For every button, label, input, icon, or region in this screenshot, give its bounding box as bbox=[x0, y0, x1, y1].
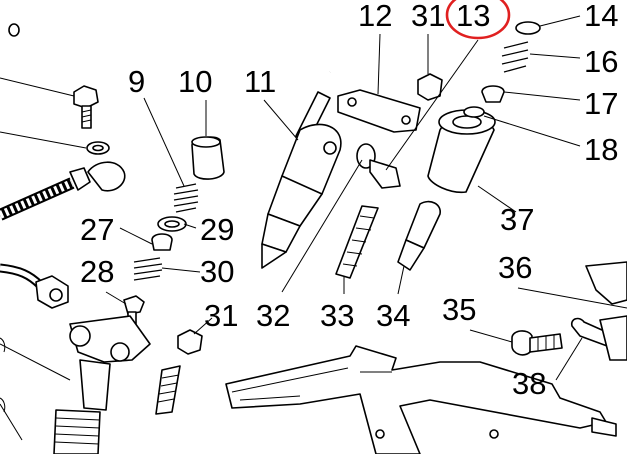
callout-27: 27 bbox=[80, 212, 114, 247]
nozzle-34 bbox=[397, 200, 441, 271]
washer-14 bbox=[515, 21, 541, 35]
bush-18 bbox=[463, 106, 485, 118]
banjo-fitting-32 bbox=[356, 143, 401, 189]
edge-fragments bbox=[0, 337, 6, 413]
leader-lines bbox=[0, 15, 627, 441]
bolt-35 bbox=[511, 330, 563, 356]
callout-17: 17 bbox=[584, 86, 618, 121]
callout-34: 34 bbox=[376, 298, 410, 333]
left-hose bbox=[0, 263, 69, 309]
callout-36: 36 bbox=[498, 250, 532, 285]
callout-33: 33 bbox=[320, 298, 354, 333]
clamp-plate-12 bbox=[337, 89, 421, 133]
callout-11: 11 bbox=[244, 64, 276, 99]
callout-32: 32 bbox=[256, 298, 290, 333]
callout-labels: 9 10 11 12 31 13 14 16 17 18 27 29 28 30… bbox=[80, 0, 618, 401]
callout-38: 38 bbox=[512, 366, 546, 401]
callout-31-top: 31 bbox=[411, 0, 445, 33]
nut-31-top bbox=[417, 73, 443, 101]
injector-line-left bbox=[0, 161, 126, 221]
callout-18: 18 bbox=[584, 132, 618, 167]
injector-11 bbox=[261, 91, 342, 269]
spring-30 bbox=[133, 257, 163, 281]
callout-10: 10 bbox=[178, 64, 212, 99]
nut-31-lower bbox=[155, 329, 203, 415]
cap-nut-10 bbox=[191, 136, 225, 180]
callout-14: 14 bbox=[584, 0, 618, 33]
mounting-frame bbox=[225, 345, 617, 454]
callout-12: 12 bbox=[358, 0, 392, 33]
sleeve-37 bbox=[427, 109, 496, 194]
callout-16: 16 bbox=[584, 44, 618, 79]
callout-29: 29 bbox=[200, 212, 234, 247]
callout-31-lower: 31 bbox=[204, 298, 238, 333]
callout-28: 28 bbox=[80, 254, 114, 289]
callout-35: 35 bbox=[442, 292, 476, 327]
bolt-left-top bbox=[73, 85, 99, 129]
washer-29 bbox=[157, 216, 187, 232]
cap-27 bbox=[151, 233, 173, 251]
callout-9: 9 bbox=[128, 64, 145, 99]
highlight-circle bbox=[445, 0, 511, 40]
callout-13: 13 bbox=[456, 0, 490, 33]
callout-30: 30 bbox=[200, 254, 234, 289]
cap-17 bbox=[481, 85, 505, 103]
spring-16 bbox=[501, 41, 529, 73]
spring-9 bbox=[173, 183, 199, 213]
stud-33 bbox=[335, 205, 379, 279]
washer-left bbox=[86, 141, 110, 155]
injector-body-28 bbox=[53, 295, 151, 454]
bracket-36 bbox=[585, 261, 627, 361]
fuel-return-pipe bbox=[8, 5, 354, 75]
callout-37: 37 bbox=[500, 202, 534, 237]
